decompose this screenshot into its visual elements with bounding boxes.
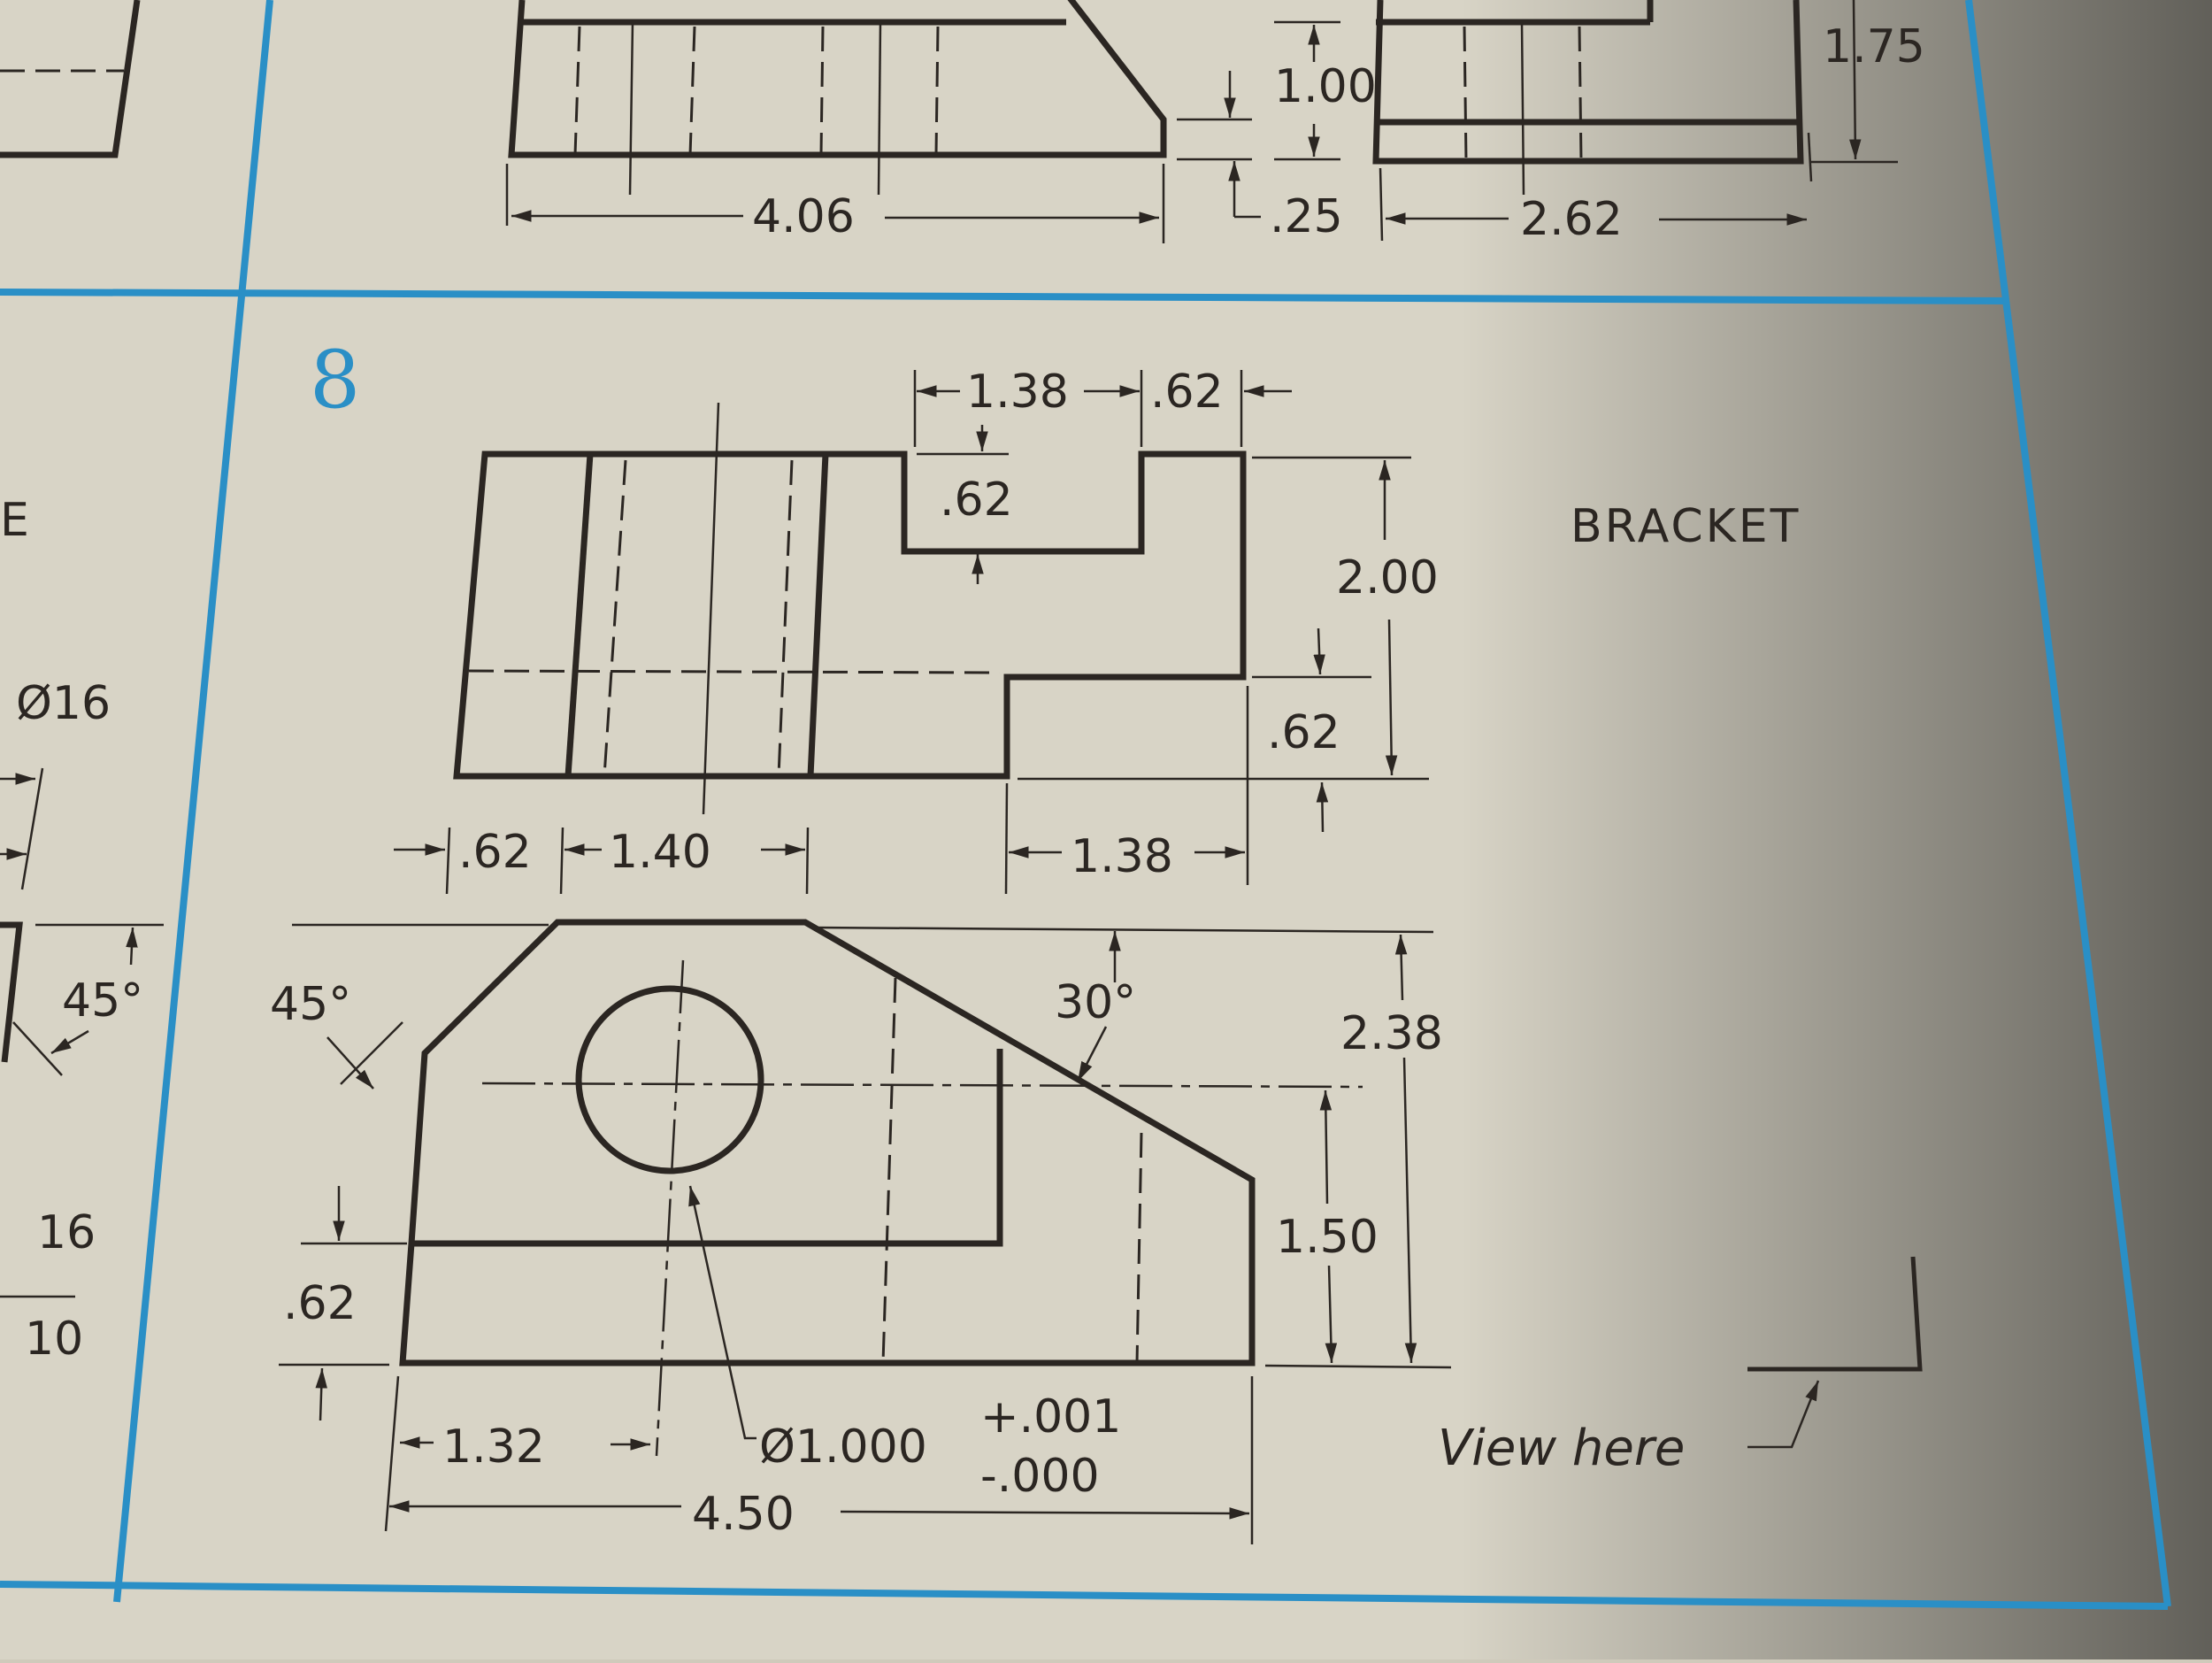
left-label-e: E [0, 494, 29, 547]
dim-step-width-1-38: 1.38 [1071, 830, 1173, 883]
top-front-view: 4.06 [505, 0, 1167, 243]
dim-width-4-06: 4.06 [752, 190, 855, 243]
top-side-view: 1.75 2.62 [1372, 0, 1925, 246]
left-angle-45: 45° [62, 974, 143, 1028]
part-title: BRACKET [1571, 500, 1801, 553]
dim-overall-height-2-38: 2.38 [1340, 1007, 1443, 1060]
dim-hole-center-height-1-50: 1.50 [1276, 1211, 1379, 1264]
dim-left-chamfer-45: 45° [270, 978, 351, 1031]
bracket-front-view: 45° 30° 2.38 1.50 .62 1.32 4.50 Ø1.000 +… [270, 919, 1452, 1544]
dim-height-1-00: 1.00 [1274, 60, 1377, 113]
dim-step-depth-0-62: .62 [1267, 706, 1340, 759]
top-between-dims: .25 1.00 [1177, 20, 1377, 243]
dim-hole-tolerance-plus: +.001 [980, 1390, 1121, 1444]
dim-slot-depth-0-62: .62 [940, 473, 1013, 527]
dim-hole-center-x-1-32: 1.32 [442, 1420, 545, 1474]
bore-hole [575, 985, 764, 1174]
dim-overall-width-4-50: 4.50 [692, 1488, 795, 1541]
dim-hole-tolerance-minus: -.000 [980, 1450, 1100, 1503]
dim-right-wall-0-62: .62 [1150, 366, 1224, 419]
top-left-partial-drawing [0, 0, 141, 158]
left-dim-10: 10 [25, 1313, 83, 1366]
dim-left-offset-0-62: .62 [458, 826, 532, 879]
dim-slot-width-1-38: 1.38 [966, 366, 1069, 419]
dim-width-2-62: 2.62 [1520, 193, 1623, 246]
view-here-note: View here [1438, 1420, 1685, 1477]
dim-base-0-25: .25 [1270, 190, 1343, 243]
dim-base-height-0-62: .62 [283, 1277, 357, 1330]
shadow-overlay [1460, 0, 2212, 1659]
problem-number: 8 [310, 334, 360, 427]
left-dim-16: 16 [37, 1206, 96, 1259]
panel-borders [0, 0, 2171, 1610]
dim-height-1-75: 1.75 [1823, 20, 1925, 73]
dim-overall-depth-2-00: 2.00 [1336, 551, 1439, 604]
dim-bore-width-1-40: 1.40 [609, 826, 711, 879]
view-direction-indicator: View here [1438, 1256, 1923, 1477]
left-dim-diameter: Ø16 [16, 677, 111, 730]
dim-hole-diameter: Ø1.000 [759, 1420, 927, 1474]
bracket-top-view: 1.38 .62 .62 2.00 .62 .62 1.40 1.38 [394, 366, 1439, 895]
left-partial-drawing: E Ø16 45° 16 10 [0, 494, 164, 1366]
dim-right-slope-30: 30° [1055, 976, 1136, 1029]
